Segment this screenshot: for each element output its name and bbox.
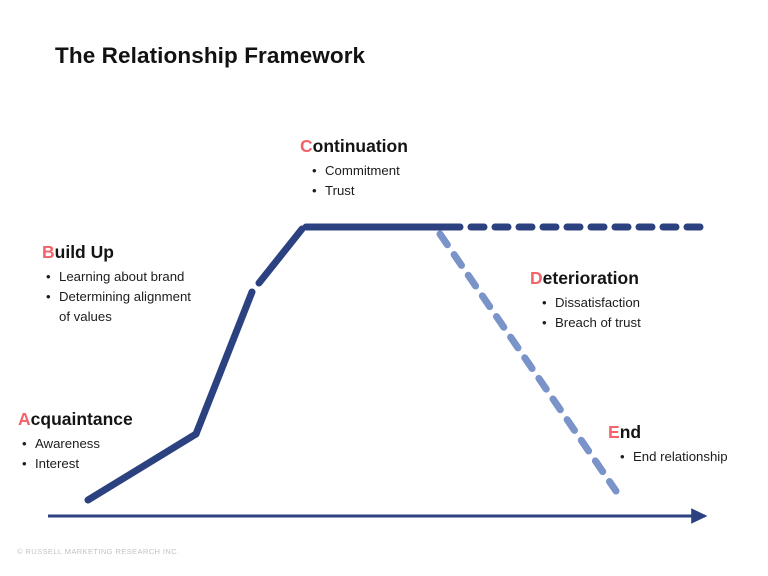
copyright-note: © RUSSELL MARKETING RESEARCH INC. xyxy=(17,547,180,556)
stage-deterioration-accent-letter: D xyxy=(530,268,543,288)
stage-continuation-heading-rest: ontinuation xyxy=(312,136,408,156)
stage-continuation: Continuation Commitment Trust xyxy=(300,136,408,201)
acquaintance-segment xyxy=(84,430,200,504)
stage-deterioration-heading: Deterioration xyxy=(530,268,641,288)
buildup-segment-lower xyxy=(192,288,256,438)
list-item: Trust xyxy=(308,181,408,201)
stage-acquaintance-heading: Acquaintance xyxy=(18,409,133,429)
stage-acquaintance-bullets: Awareness Interest xyxy=(18,434,133,474)
list-item: Awareness xyxy=(18,434,133,454)
stage-continuation-bullets: Commitment Trust xyxy=(308,161,408,201)
stage-acquaintance: Acquaintance Awareness Interest xyxy=(18,409,133,474)
stage-deterioration: Deterioration Dissatisfaction Breach of … xyxy=(530,268,641,333)
stage-buildup-heading: Build Up xyxy=(42,242,191,262)
stage-acquaintance-heading-rest: cquaintance xyxy=(30,409,133,429)
stage-buildup-accent-letter: B xyxy=(42,242,55,262)
stage-end: End End relationship xyxy=(608,422,728,467)
stage-end-accent-letter: E xyxy=(608,422,620,442)
list-item: Interest xyxy=(18,454,133,474)
stage-buildup-bullets: Learning about brand Determining alignme… xyxy=(42,267,191,327)
list-item: Commitment xyxy=(308,161,408,181)
buildup-segment-upper xyxy=(255,225,306,287)
stage-deterioration-bullets: Dissatisfaction Breach of trust xyxy=(538,293,641,333)
list-item: Breach of trust xyxy=(538,313,641,333)
list-item: End relationship xyxy=(616,447,728,467)
stage-acquaintance-accent-letter: A xyxy=(18,409,31,429)
stage-end-bullets: End relationship xyxy=(616,447,728,467)
stage-continuation-heading: Continuation xyxy=(300,136,408,156)
stage-deterioration-heading-rest: eterioration xyxy=(542,268,639,288)
stage-end-heading-rest: nd xyxy=(619,422,642,442)
stage-continuation-accent-letter: C xyxy=(300,136,313,156)
deterioration-decline-dashed xyxy=(436,230,620,495)
stage-end-heading: End xyxy=(608,422,728,442)
list-item: Dissatisfaction xyxy=(538,293,641,313)
stage-buildup: Build Up Learning about brand Determinin… xyxy=(42,242,191,327)
list-item: Determining alignment of values xyxy=(42,287,191,327)
list-item: Learning about brand xyxy=(42,267,191,287)
page-title: The Relationship Framework xyxy=(55,43,366,68)
stage-buildup-heading-rest: uild Up xyxy=(54,242,114,262)
